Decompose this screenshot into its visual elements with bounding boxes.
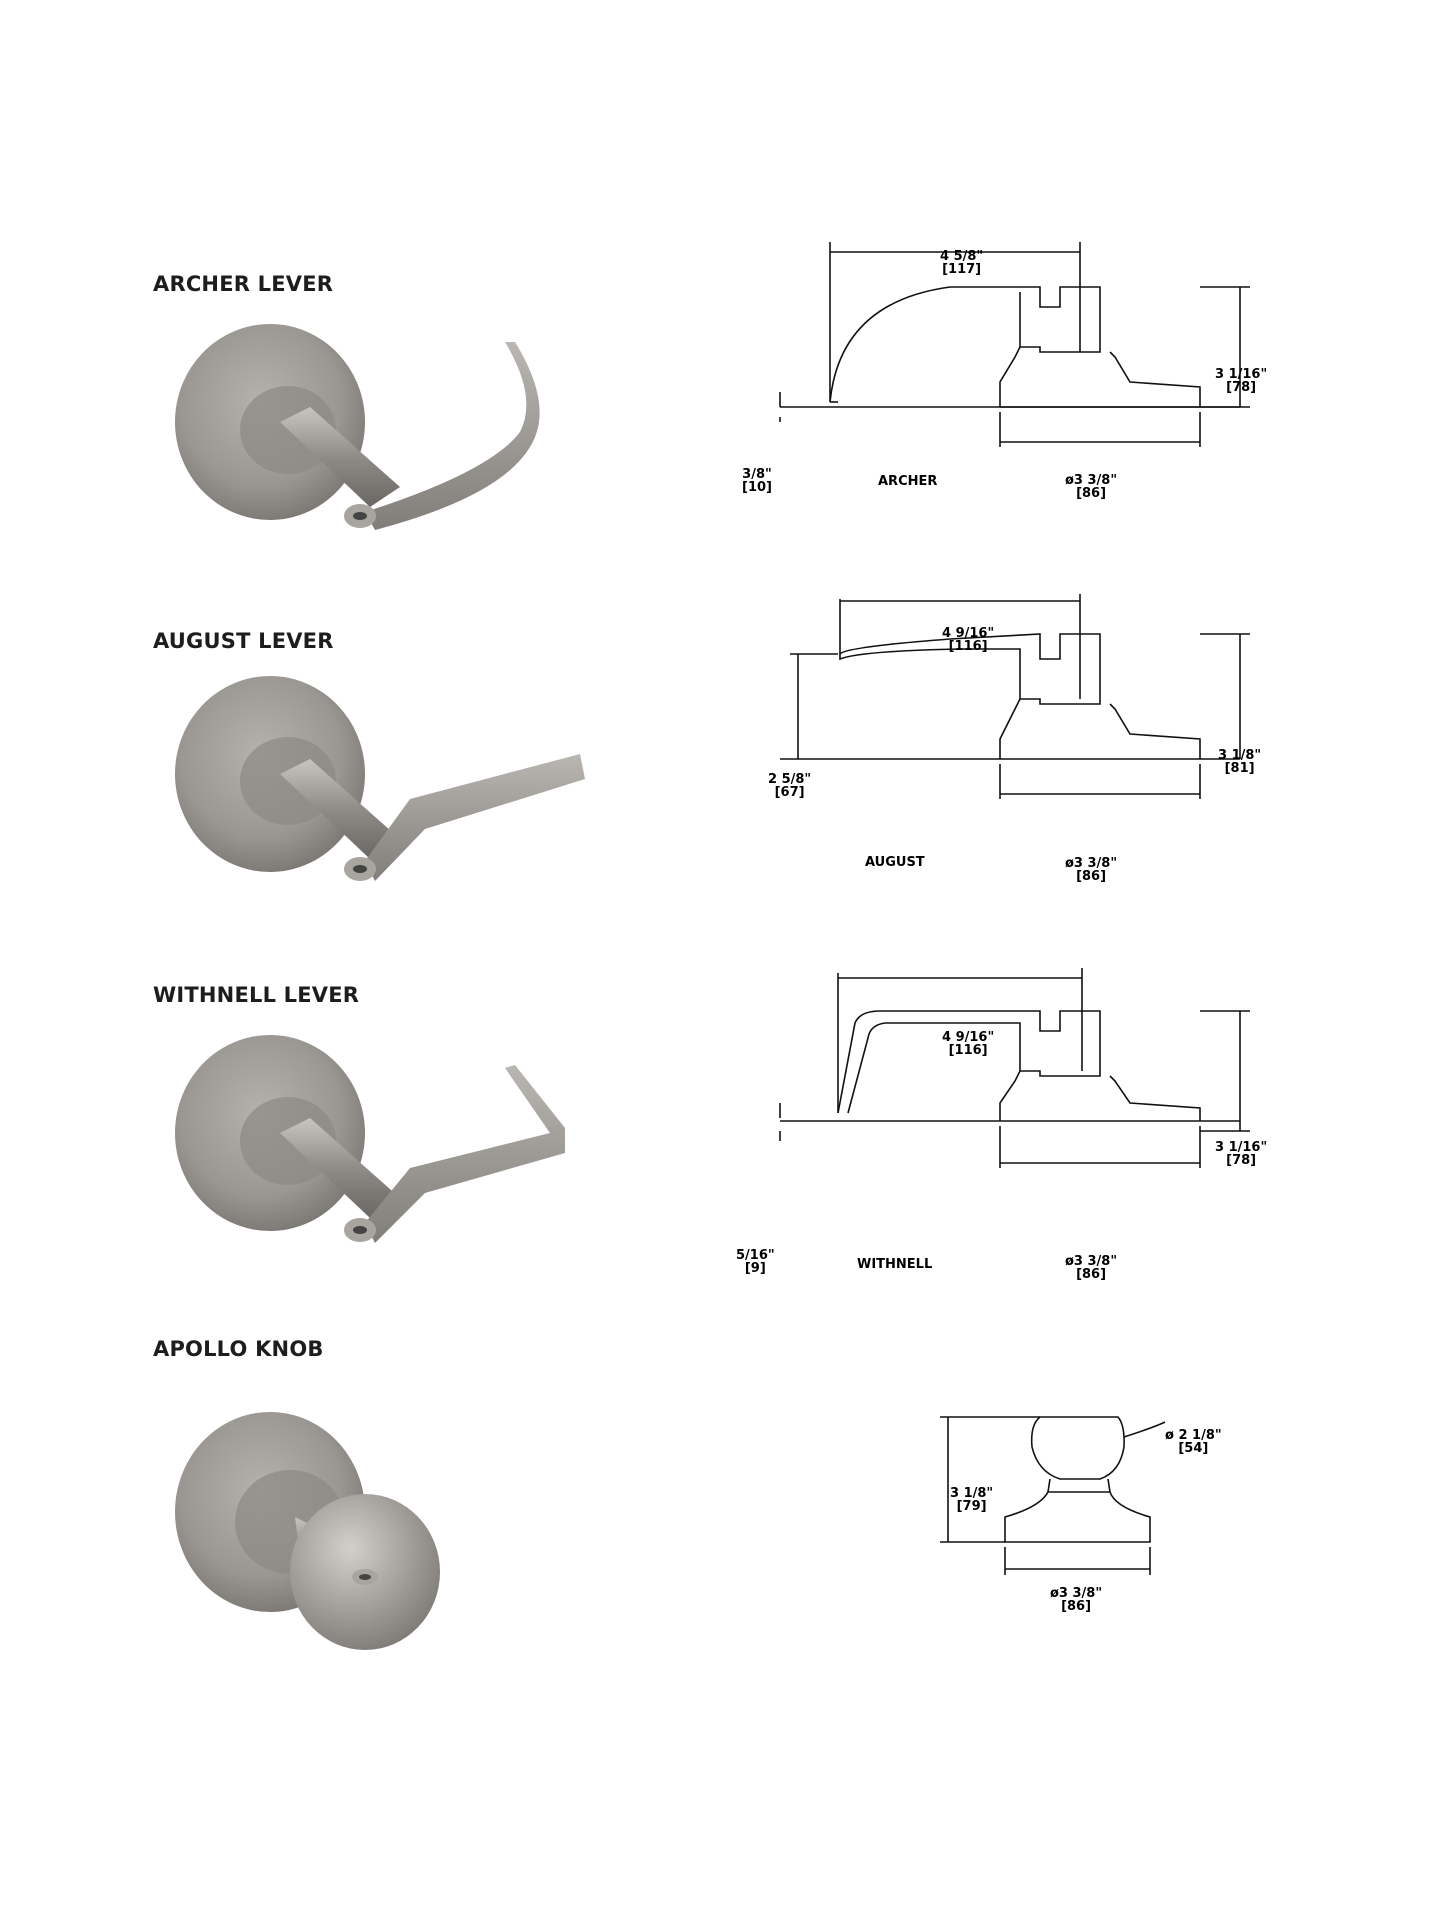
dim-rose: ø3 3/8" <box>1050 1586 1103 1601</box>
archer-dim-labels: 4 5/8" [117] 3 1/16" [78] 3/8" [10] ARCH… <box>720 232 1280 532</box>
model-label: ARCHER <box>878 474 938 489</box>
product-apollo-knob: APOLLO KNOB ø 2 1/8" [54] 3 1/8" [79] ø3… <box>0 1337 1445 1697</box>
withnell-dim-labels: 4 9/16" [116] 3 1/16" [78] 5/16" [9] WIT… <box>720 943 1280 1281</box>
dim-length-mm: [116] <box>948 1043 988 1058</box>
dim-length: 4 9/16" <box>942 1030 995 1045</box>
dim-knob: ø 2 1/8" <box>1165 1428 1222 1443</box>
dim-offset: 3/8" <box>742 467 772 482</box>
dim-height: 3 1/8" <box>1218 748 1262 763</box>
product-withnell-lever: WITHNELL LEVER <box>0 968 1445 1313</box>
apollo-dim-rose: ø3 3/8" [86] <box>1050 1587 1102 1613</box>
product-title: AUGUST LEVER <box>153 629 334 653</box>
dim-rose-mm: [86] <box>1076 869 1107 884</box>
product-title: ARCHER LEVER <box>153 272 334 296</box>
august-dim-labels: 4 9/16" [116] 3 1/8" [81] 2 5/8" [67] AU… <box>720 589 1280 889</box>
dim-rose-mm: [86] <box>1061 1599 1092 1614</box>
archer-lever-photo <box>175 324 540 530</box>
dim-knob-mm: [54] <box>1178 1441 1209 1456</box>
withnell-lever-photo <box>175 1035 565 1243</box>
dim-offset-mm: [9] <box>744 1261 766 1276</box>
apollo-dimension-drawing <box>940 1416 1166 1575</box>
dim-height-mm: [81] <box>1224 761 1255 776</box>
dim-height: 3 1/8" <box>950 1486 994 1501</box>
dim-drop-mm: [67] <box>774 785 805 800</box>
dim-length-mm: [116] <box>948 639 988 654</box>
dim-height-mm: [78] <box>1226 1153 1257 1168</box>
dim-rose: ø3 3/8" <box>1065 1254 1118 1269</box>
dim-length: 4 9/16" <box>942 626 995 641</box>
apollo-dim-height: 3 1/8" [79] <box>950 1487 993 1513</box>
dim-rose: ø3 3/8" <box>1065 473 1118 488</box>
product-archer-lever: ARCHER LEVER <box>0 242 1445 602</box>
dim-height-mm: [78] <box>1226 380 1257 395</box>
dim-rose: ø3 3/8" <box>1065 856 1118 871</box>
dim-height-mm: [79] <box>956 1499 987 1514</box>
dim-length-mm: [117] <box>942 262 982 277</box>
withnell-dimension-drawing <box>779 968 1250 1168</box>
apollo-knob-photo <box>175 1412 440 1650</box>
archer-dimension-drawing <box>779 242 1250 447</box>
dim-drop: 2 5/8" <box>768 772 812 787</box>
product-august-lever: AUGUST LEVER <box>0 594 1445 959</box>
product-title: APOLLO KNOB <box>153 1337 324 1361</box>
august-dimension-drawing <box>780 594 1250 799</box>
apollo-dim-knob: ø 2 1/8" [54] <box>1165 1429 1222 1455</box>
dim-offset-mm: [10] <box>742 480 772 495</box>
dim-height: 3 1/16" <box>1215 367 1268 382</box>
dim-rose-mm: [86] <box>1076 486 1107 501</box>
model-label: WITHNELL <box>857 1257 933 1272</box>
model-label: AUGUST <box>865 855 925 870</box>
dim-offset: 5/16" <box>736 1248 775 1263</box>
dim-height: 3 1/16" <box>1215 1140 1268 1155</box>
august-lever-photo <box>175 676 585 881</box>
dim-length: 4 5/8" <box>940 249 984 264</box>
product-title: WITHNELL LEVER <box>153 983 360 1007</box>
dim-rose-mm: [86] <box>1076 1267 1107 1282</box>
